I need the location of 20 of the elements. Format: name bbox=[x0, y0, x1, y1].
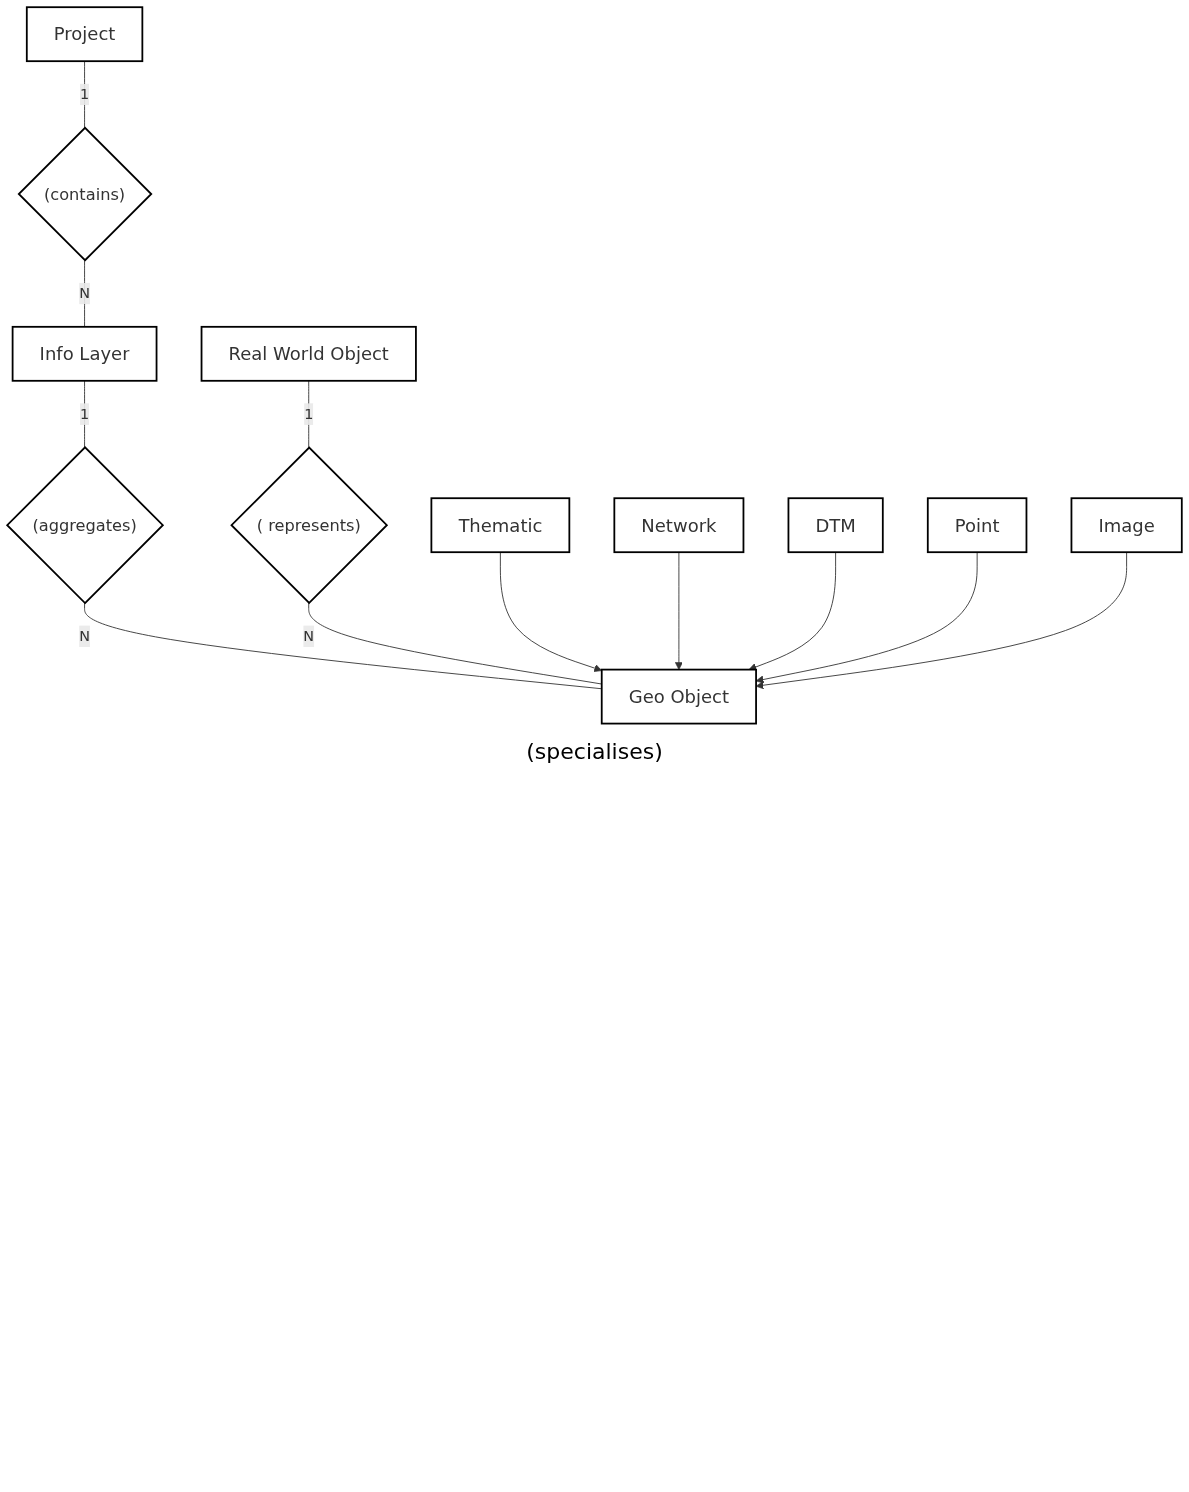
edge-label: 1 bbox=[80, 85, 90, 103]
edge-label: 1 bbox=[80, 405, 90, 423]
node-box: Point bbox=[926, 497, 1028, 554]
edge-label: N bbox=[79, 284, 90, 302]
node-box: Network bbox=[613, 497, 745, 554]
edge-label: 1 bbox=[304, 405, 314, 423]
node-box: DTM bbox=[787, 497, 884, 554]
edge-label: N bbox=[79, 627, 90, 645]
node-box: Geo Object bbox=[600, 668, 757, 725]
node-box: Real World Object bbox=[200, 325, 417, 382]
node-diamond: (aggregates) bbox=[5, 446, 165, 605]
node-diamond: ( represents) bbox=[230, 446, 389, 605]
node-box: Image bbox=[1070, 497, 1183, 554]
node-box: Project bbox=[25, 6, 144, 63]
edge-label: N bbox=[303, 627, 315, 645]
connector bbox=[84, 259, 86, 328]
node-diamond: (contains) bbox=[17, 126, 153, 262]
node-box: Info Layer bbox=[11, 325, 158, 382]
node-box: Thematic bbox=[430, 497, 571, 554]
relationship-label: (specialises) bbox=[526, 738, 663, 764]
